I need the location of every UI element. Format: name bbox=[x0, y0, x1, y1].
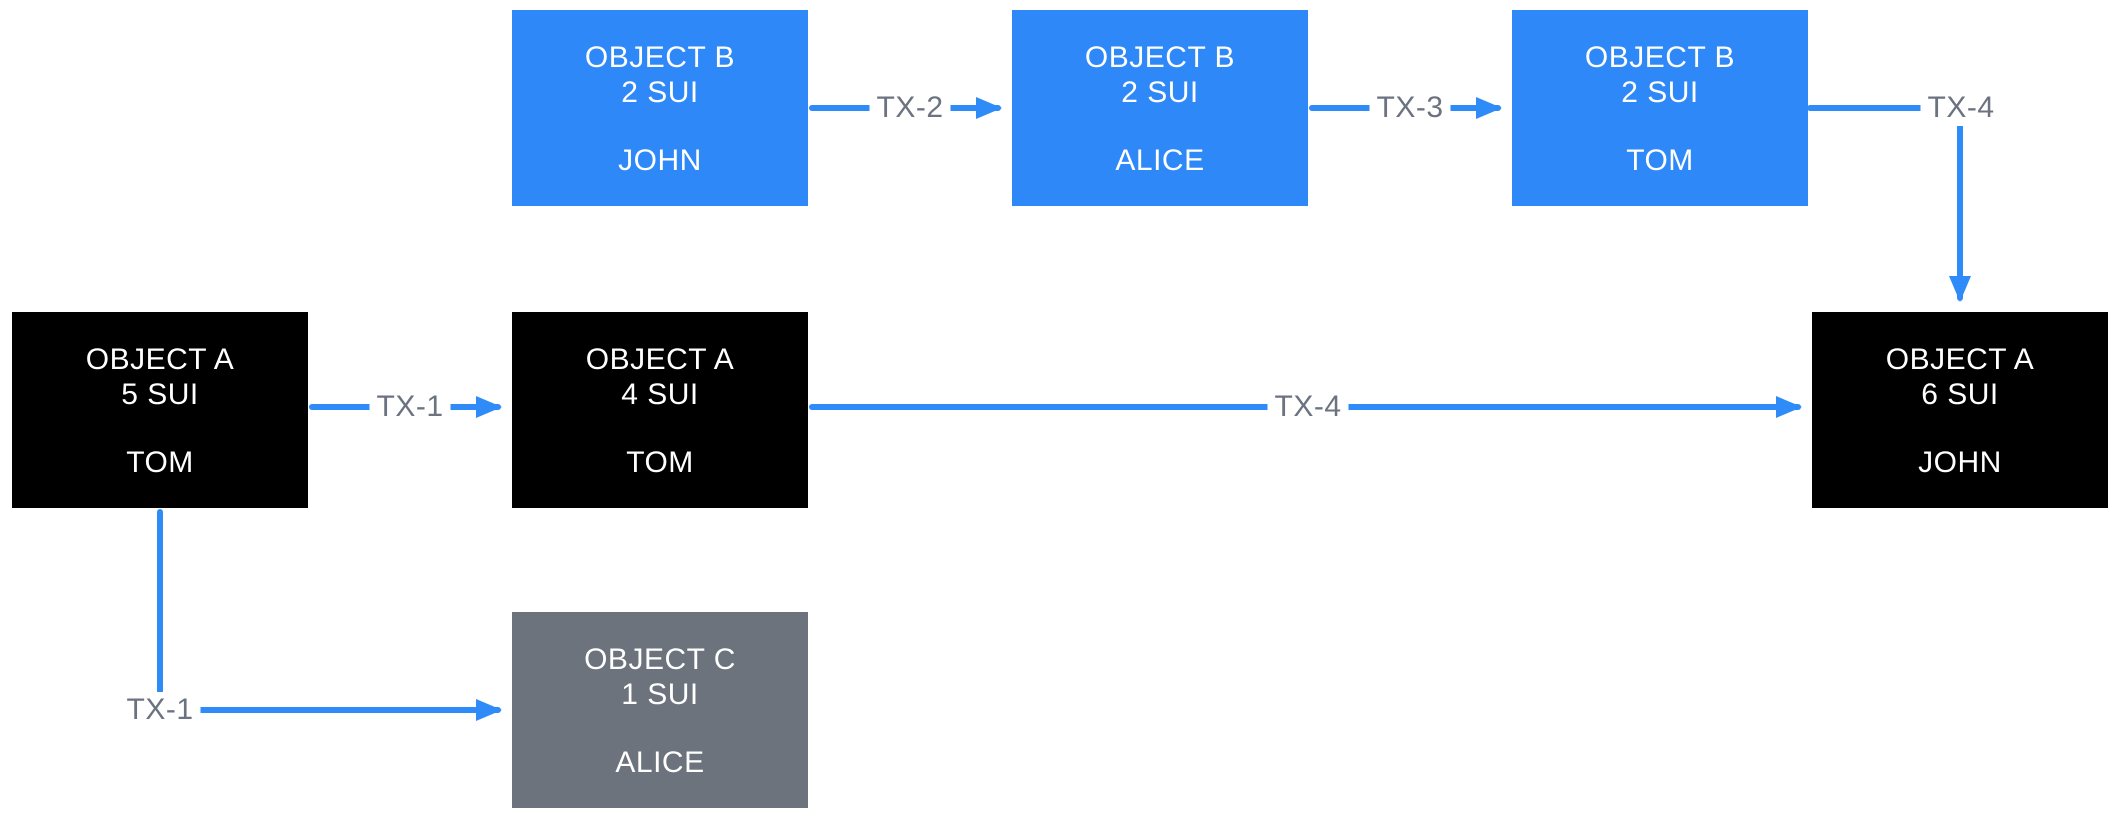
node-title: OBJECT A bbox=[85, 343, 235, 376]
node-title: OBJECT A bbox=[585, 343, 735, 376]
tx-1-bottom-label: TX-1 bbox=[119, 692, 201, 728]
tx-4-top-label: TX-4 bbox=[1920, 90, 2002, 126]
node-owner: JOHN bbox=[618, 144, 702, 177]
node-amount: 2 SUI bbox=[1121, 76, 1199, 109]
node-amount: 1 SUI bbox=[621, 678, 699, 711]
node-owner: TOM bbox=[626, 446, 694, 479]
node-amount: 4 SUI bbox=[621, 378, 699, 411]
node-owner: TOM bbox=[1626, 144, 1694, 177]
node-title: OBJECT B bbox=[584, 41, 736, 74]
node-object-a-5-tom: OBJECT A 5 SUI TOM bbox=[12, 312, 308, 508]
node-owner: JOHN bbox=[1918, 446, 2002, 479]
node-object-a-4-tom: OBJECT A 4 SUI TOM bbox=[512, 312, 808, 508]
tx-1-bottom-arrow bbox=[157, 509, 502, 721]
node-object-b-john: OBJECT B 2 SUI JOHN bbox=[512, 10, 808, 206]
node-owner: TOM bbox=[126, 446, 194, 479]
node-amount: 6 SUI bbox=[1921, 378, 1999, 411]
node-object-c-1-alice: OBJECT C 1 SUI ALICE bbox=[512, 612, 808, 808]
node-amount: 2 SUI bbox=[1621, 76, 1699, 109]
node-owner: ALICE bbox=[1115, 144, 1205, 177]
node-object-b-alice: OBJECT B 2 SUI ALICE bbox=[1012, 10, 1308, 206]
node-amount: 5 SUI bbox=[121, 378, 199, 411]
node-amount: 2 SUI bbox=[621, 76, 699, 109]
node-title: OBJECT B bbox=[1584, 41, 1736, 74]
node-title: OBJECT C bbox=[584, 643, 736, 676]
node-owner: ALICE bbox=[615, 746, 705, 779]
tx-2-label: TX-2 bbox=[869, 90, 951, 126]
node-object-a-6-john: OBJECT A 6 SUI JOHN bbox=[1812, 312, 2108, 508]
tx-1-mid-label: TX-1 bbox=[369, 389, 451, 425]
tx-4-top-arrow bbox=[1807, 105, 1971, 302]
node-object-b-tom: OBJECT B 2 SUI TOM bbox=[1512, 10, 1808, 206]
node-title: OBJECT B bbox=[1084, 41, 1236, 74]
tx-4-mid-label: TX-4 bbox=[1267, 389, 1349, 425]
tx-3-label: TX-3 bbox=[1369, 90, 1451, 126]
node-title: OBJECT A bbox=[1885, 343, 2035, 376]
